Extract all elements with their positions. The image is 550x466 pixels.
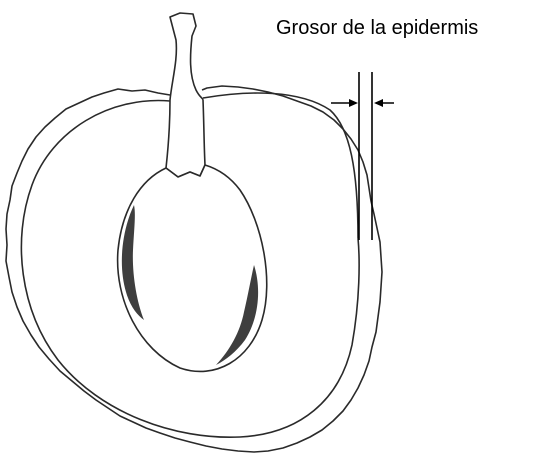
stem — [166, 13, 205, 177]
arrow-right-head — [374, 99, 383, 107]
epidermis-thickness-label: Grosor de la epidermis — [276, 17, 478, 40]
arrow-left-head — [349, 99, 358, 107]
